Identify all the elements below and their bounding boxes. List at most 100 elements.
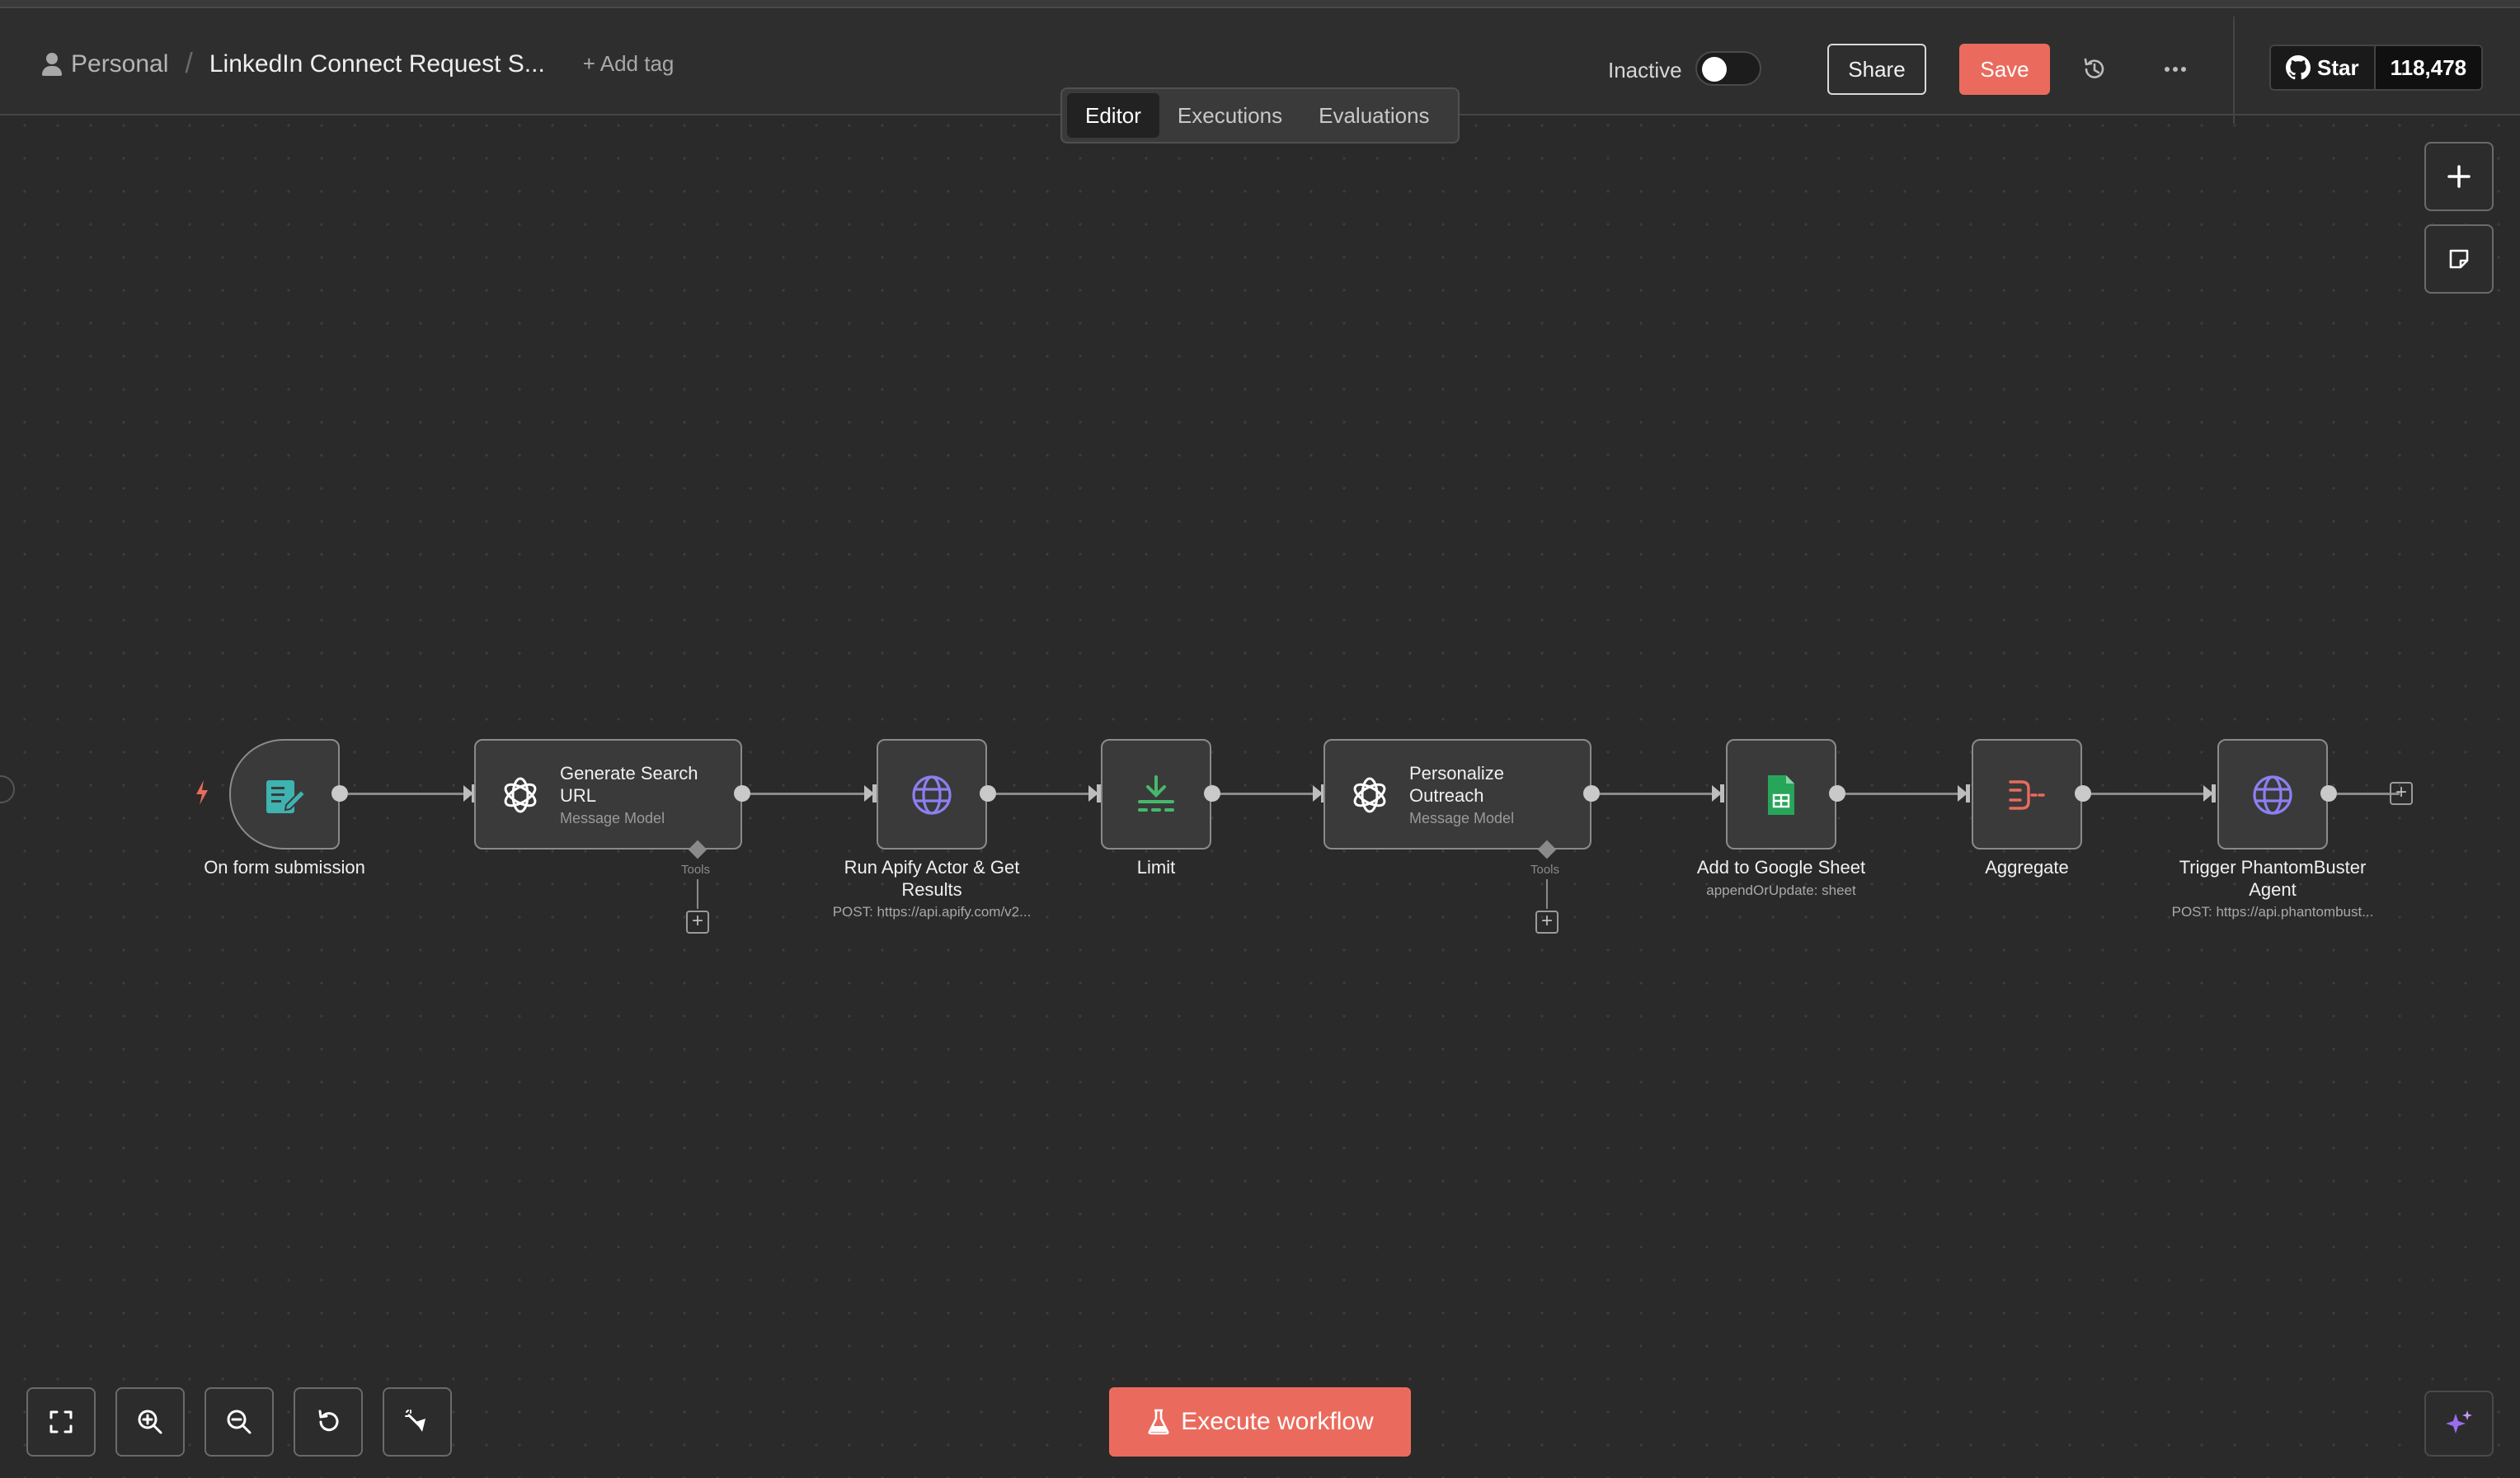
input-handle[interactable] — [472, 784, 476, 803]
connection-line — [1845, 793, 1969, 795]
node-google-sheet[interactable] — [1726, 739, 1836, 850]
add-next-node-button[interactable]: + — [2390, 782, 2413, 805]
user-icon — [41, 52, 63, 76]
reset-zoom-button[interactable] — [294, 1387, 363, 1457]
output-handle[interactable] — [2075, 785, 2091, 802]
input-handle[interactable] — [1720, 784, 1724, 803]
github-star-label: Star — [2317, 54, 2359, 80]
node-label: On form submission — [204, 857, 365, 878]
input-handle[interactable] — [1321, 784, 1325, 803]
node-phantombuster[interactable] — [2217, 739, 2328, 850]
node-label: Run Apify Actor & Get Results — [844, 857, 1020, 900]
breadcrumb-owner[interactable]: Personal — [71, 49, 169, 78]
node-subtitle: Message Model — [1409, 810, 1515, 826]
toggle-knob — [1702, 57, 1727, 82]
share-button[interactable]: Share — [1827, 44, 1926, 95]
sticky-note-icon — [2449, 249, 2469, 269]
output-handle[interactable] — [734, 785, 750, 802]
form-icon — [260, 770, 309, 820]
connection-arrow — [463, 785, 473, 802]
google-sheets-icon — [1756, 770, 1806, 820]
add-node-button[interactable] — [2424, 142, 2494, 211]
zoom-in-button[interactable] — [115, 1387, 185, 1457]
tab-evaluations[interactable]: Evaluations — [1319, 102, 1430, 128]
fit-view-button[interactable] — [26, 1387, 96, 1457]
connection-line — [2091, 793, 2215, 795]
workflow-title[interactable]: LinkedIn Connect Request S... — [209, 49, 545, 78]
view-tabs: Editor Executions Evaluations — [1060, 87, 1460, 144]
connection-arrow — [1958, 785, 1968, 802]
connection-line — [2337, 793, 2400, 795]
add-tool-button[interactable]: + — [1535, 911, 1559, 934]
zoom-in-icon — [138, 1410, 162, 1434]
canvas-edge-handle[interactable] — [0, 775, 15, 803]
globe-icon — [2248, 770, 2297, 820]
input-handle[interactable] — [1097, 784, 1101, 803]
zoom-out-icon — [227, 1410, 252, 1434]
input-handle[interactable] — [1966, 784, 1970, 803]
connection-arrow — [1712, 785, 1722, 802]
output-handle[interactable] — [1204, 785, 1220, 802]
node-aggregate[interactable] — [1972, 739, 2082, 850]
breadcrumb-separator: / — [185, 48, 193, 79]
ai-assistant-button[interactable] — [2424, 1391, 2494, 1457]
output-handle[interactable] — [1583, 785, 1600, 802]
output-handle[interactable] — [1829, 785, 1845, 802]
header-divider — [2233, 16, 2235, 124]
connection-arrow — [2203, 785, 2213, 802]
connection-line — [1600, 793, 1723, 795]
node-label: Add to Google Sheet — [1696, 857, 1866, 878]
node-personalize-outreach[interactable]: Personalize Outreach Message Model — [1323, 739, 1591, 850]
tab-executions[interactable]: Executions — [1177, 102, 1283, 128]
node-title: Generate Search URL — [560, 763, 698, 806]
node-description: POST: https://api.apify.com/v2... — [832, 904, 1032, 920]
output-handle[interactable] — [331, 785, 348, 802]
history-icon[interactable] — [2078, 53, 2111, 86]
connection-line — [348, 793, 475, 795]
tools-line — [1546, 879, 1548, 909]
connection-line — [750, 793, 874, 795]
breadcrumb: Personal / LinkedIn Connect Request S...… — [41, 48, 674, 80]
node-subtitle: Message Model — [560, 810, 665, 826]
node-description: appendOrUpdate: sheet — [1706, 883, 1856, 898]
node-run-apify[interactable] — [877, 739, 987, 850]
input-handle[interactable] — [2212, 784, 2216, 803]
node-generate-search-url[interactable]: Generate Search URL Message Model — [474, 739, 742, 850]
github-icon — [2286, 55, 2311, 80]
output-handle[interactable] — [980, 785, 996, 802]
sparkle-icon — [2446, 1410, 2472, 1433]
openai-icon — [496, 770, 545, 820]
tidy-up-button[interactable] — [383, 1387, 452, 1457]
execute-workflow-button[interactable]: Execute workflow — [1109, 1387, 1411, 1457]
flask-icon — [1148, 1409, 1169, 1435]
node-limit[interactable] — [1101, 739, 1211, 850]
github-star-count: 118,478 — [2375, 46, 2482, 89]
active-toggle[interactable] — [1695, 51, 1761, 86]
active-status-label: Inactive — [1608, 58, 1682, 82]
add-tool-button[interactable]: + — [686, 911, 709, 934]
tab-editor[interactable]: Editor — [1067, 93, 1159, 138]
connection-arrow — [1313, 785, 1323, 802]
node-form-trigger[interactable] — [229, 739, 340, 850]
connection-arrow — [864, 785, 874, 802]
tools-label: Tools — [1530, 863, 1560, 877]
input-handle[interactable] — [872, 784, 877, 803]
more-options-icon[interactable] — [2159, 53, 2192, 86]
execute-workflow-label: Execute workflow — [1181, 1408, 1374, 1435]
output-handle[interactable] — [2320, 785, 2337, 802]
github-star-button[interactable]: Star 118,478 — [2269, 45, 2484, 91]
add-tag-button[interactable]: + Add tag — [582, 51, 675, 76]
connection-line — [994, 793, 1102, 795]
tools-line — [697, 879, 698, 909]
plus-icon — [2447, 165, 2471, 188]
top-edge-bar — [0, 0, 2520, 8]
broom-icon — [405, 1410, 425, 1432]
node-label: Trigger PhantomBuster Agent — [2179, 857, 2367, 900]
save-button[interactable]: Save — [1959, 44, 2050, 95]
node-label: Aggregate — [1985, 857, 2069, 878]
fullscreen-icon — [49, 1410, 73, 1433]
add-sticky-note-button[interactable] — [2424, 224, 2494, 294]
node-description: POST: https://api.phantombust... — [2171, 904, 2374, 920]
zoom-out-button[interactable] — [205, 1387, 274, 1457]
